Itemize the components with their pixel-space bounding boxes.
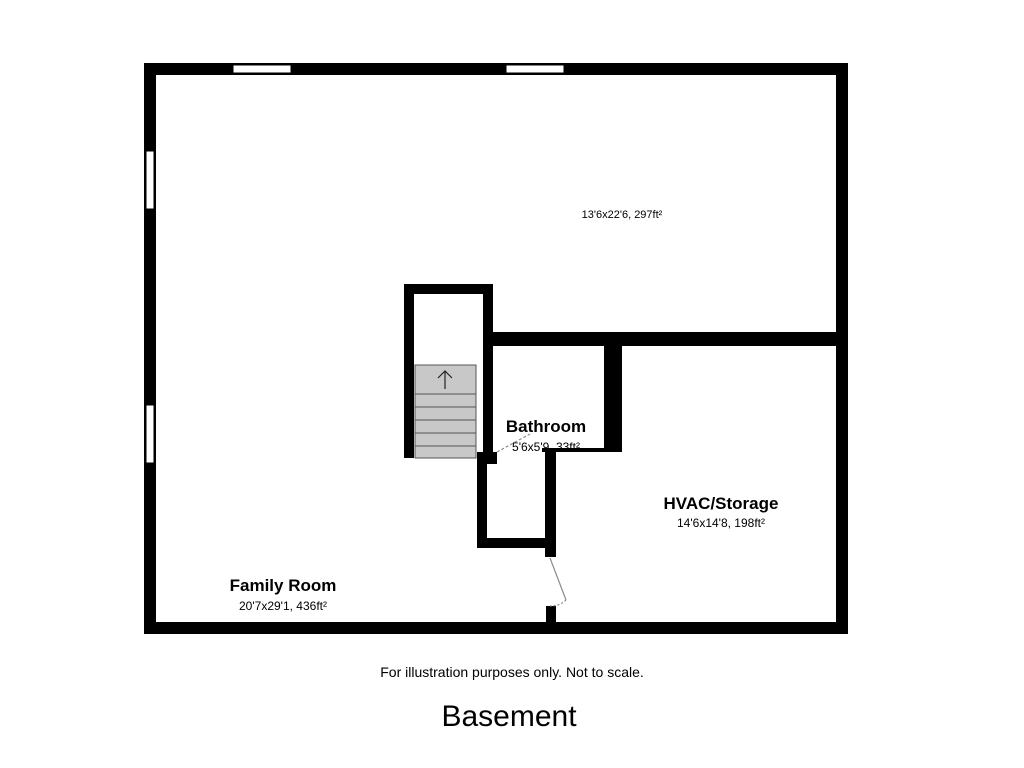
upper-area-dims: 13'6x22'6, 297ft²: [581, 209, 663, 221]
wall-bottom-left: [144, 622, 556, 634]
wall-bath-bottom: [542, 448, 622, 452]
alcove-wall-right: [545, 452, 556, 557]
wall-upper-divider: [483, 332, 848, 346]
door-arc-hvac: [549, 599, 567, 607]
interior-walls: [404, 284, 848, 626]
wall-bottom-right: [546, 622, 848, 634]
staircase: [414, 364, 477, 459]
exterior-walls: [144, 63, 848, 634]
hvac-storage-dims: 14'6x14'8, 198ft²: [677, 516, 765, 530]
wall-bath-hvac: [604, 346, 622, 450]
window-top-2: [505, 64, 565, 74]
stair-wall-top: [404, 284, 493, 294]
bathroom-dims: 5'6x5'9, 33ft²: [512, 440, 580, 454]
window-left-1: [145, 150, 155, 210]
stair-post: [483, 452, 497, 464]
family-room-name: Family Room: [229, 576, 337, 595]
bathroom-name: Bathroom: [505, 417, 587, 436]
alcove-wall-bottom: [477, 538, 556, 548]
floor-title: Basement: [441, 700, 577, 733]
stair-block: [414, 364, 477, 459]
stair-wall-left: [404, 284, 414, 458]
wall-stub-bottom: [546, 606, 556, 626]
wall-right: [836, 63, 848, 634]
wall-top: [144, 63, 848, 75]
hvac-storage-name: HVAC/Storage: [663, 494, 779, 513]
alcove-wall-left: [477, 452, 487, 548]
window-left-2: [145, 404, 155, 464]
stair-wall-right: [483, 284, 493, 464]
disclaimer-text: For illustration purposes only. Not to s…: [380, 664, 644, 680]
windows: [145, 64, 565, 464]
doors: [496, 433, 567, 607]
family-room-dims: 20'7x29'1, 436ft²: [239, 599, 327, 613]
door-swing-bathroom: [496, 433, 531, 453]
window-top-1: [232, 64, 292, 74]
arrow-up-icon: [437, 370, 453, 389]
stair-treads: [415, 393, 476, 447]
door-swing-hvac: [549, 557, 567, 601]
wall-left: [144, 63, 156, 634]
